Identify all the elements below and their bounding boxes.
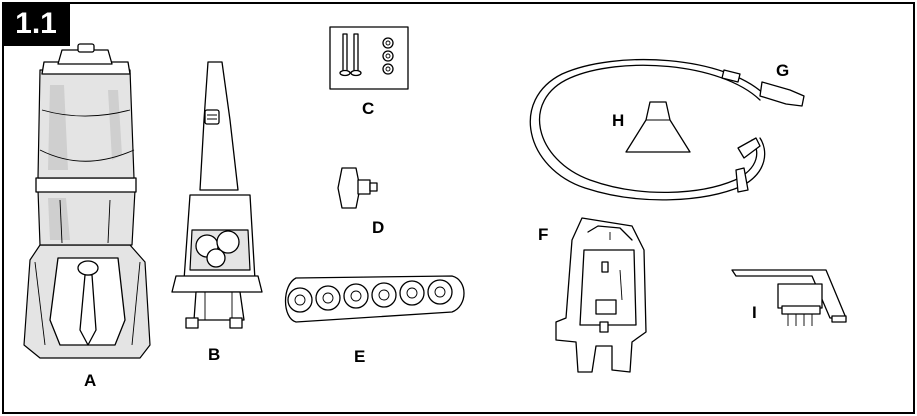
part-i-circuit-board-illustration — [731, 269, 847, 326]
part-c-label: C — [362, 99, 374, 118]
part-i-label: I — [752, 303, 757, 322]
part-b-label: B — [208, 345, 220, 364]
part-d-label: D — [372, 218, 384, 237]
part-e-brush-roll-illustration — [284, 275, 465, 323]
part-g-hose-illustration — [529, 58, 805, 201]
part-e-label: E — [354, 347, 365, 366]
part-f-bracket-illustration — [555, 217, 647, 373]
part-a-carpet-cleaner-illustration — [23, 43, 151, 359]
part-g-label: G — [776, 61, 789, 80]
figure-number-badge: 1.1 — [2, 2, 70, 46]
part-f-label: F — [538, 225, 548, 244]
part-d-knob-illustration — [337, 167, 378, 209]
part-a-label: A — [84, 371, 96, 390]
part-c-hardware-illustration — [329, 26, 409, 90]
part-h-upholstery-tool-illustration — [625, 101, 691, 153]
part-h-label: H — [612, 111, 624, 130]
part-b-brush-head-illustration — [171, 61, 263, 329]
